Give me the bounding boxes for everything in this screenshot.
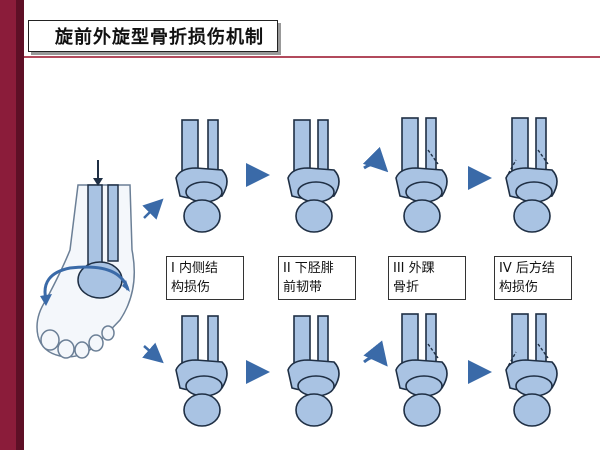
stage-1-line-2: 构损伤 — [171, 280, 211, 295]
ankle-view-stage-4 — [505, 117, 558, 233]
stage-3-line-2: 骨折 — [393, 280, 420, 295]
header-divider — [24, 56, 600, 58]
ankle-view-stage-3 — [395, 117, 448, 233]
foot-illustration — [36, 184, 135, 359]
stage-4-line-1: IV 后方结 — [499, 261, 555, 276]
rotation-arrow — [43, 265, 130, 301]
stage-label-3: III 外踝 骨折 — [388, 256, 466, 300]
load-arrow-head-icon — [93, 178, 103, 186]
branch-arrow-bottom — [142, 342, 164, 364]
ankle-view-stage-1 — [175, 119, 228, 233]
title-box: 旋前外旋型骨折损伤机制 — [28, 20, 278, 52]
stage-1-line-1: I 内侧结 — [171, 261, 218, 276]
stage-3-line-1: III 外踝 — [393, 261, 435, 276]
stage-label-2: II 下胫腓 前韧带 — [278, 256, 356, 300]
fracture-marks — [427, 149, 549, 371]
stage-4-line-2: 构损伤 — [499, 280, 539, 295]
rotation-arrow-tail-icon — [122, 280, 130, 292]
ankle-view-stage-3-alt — [395, 313, 448, 427]
stage-2-line-1: II 下胫腓 — [283, 261, 334, 276]
progression-arrows-top — [246, 146, 492, 190]
ankle-view-stage-1-alt — [175, 315, 228, 427]
progression-arrows-bottom — [246, 340, 492, 384]
stage-2-line-2: 前韧带 — [283, 280, 323, 295]
ankle-view-stage-2-alt — [287, 315, 340, 427]
ankle-view-stage-4-alt — [505, 313, 558, 427]
branch-arrow-top — [142, 198, 164, 220]
stage-label-4: IV 后方结 构损伤 — [494, 256, 572, 300]
left-accent-shade — [16, 0, 24, 450]
stage-label-1: I 内侧结 构损伤 — [166, 256, 244, 300]
ankle-row-bottom — [175, 313, 558, 427]
ankle-row-top — [175, 117, 558, 233]
page-title: 旋前外旋型骨折损伤机制 — [55, 27, 264, 48]
rotation-arrow-head-icon — [40, 294, 52, 306]
ankle-view-stage-2 — [287, 119, 340, 233]
